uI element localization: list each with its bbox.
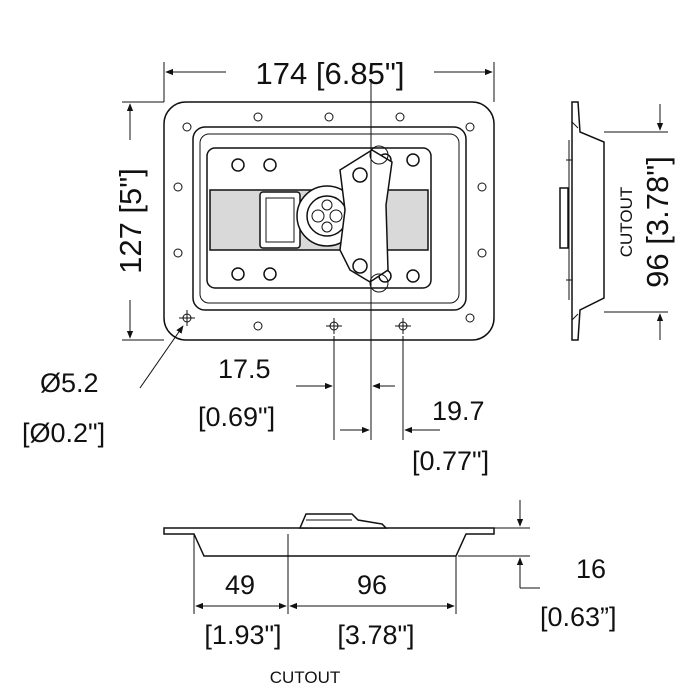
depth-dimension	[458, 500, 540, 589]
offset-a-dimension	[296, 336, 395, 440]
height-label: 127 [5"]	[113, 168, 148, 274]
hole-dia-label: Ø5.2	[40, 368, 99, 398]
cutout-vertical-label: 96 [3.78"]	[640, 156, 675, 288]
height-dimension	[122, 101, 164, 341]
offset-b-dimension	[340, 336, 440, 440]
bottom-dimensions	[193, 534, 457, 614]
hole-dia-inch-label: [Ø0.2"]	[22, 418, 105, 448]
offset-b-label: 19.7	[432, 396, 485, 426]
cutout-side-label: CUTOUT	[617, 187, 636, 258]
cam-lever	[339, 149, 393, 283]
width-dimension	[163, 62, 495, 102]
offset-b-inch-label: [0.77"]	[412, 446, 489, 476]
depth-label: 16	[576, 554, 606, 584]
flange-holes	[173, 112, 487, 334]
cutout-bottom-label: CUTOUT	[270, 668, 341, 687]
recess-outline	[192, 126, 467, 311]
width-label: 174 [6.85"]	[256, 56, 405, 91]
bottom-b-inch-label: [3.78"]	[337, 620, 414, 650]
bottom-view	[163, 513, 495, 557]
offset-a-label: 17.5	[218, 354, 271, 384]
offset-a-inch-label: [0.69"]	[198, 402, 275, 432]
bottom-a-label: 49	[225, 570, 255, 600]
bottom-b-label: 96	[357, 570, 387, 600]
depth-inch-label: [0.63”]	[540, 602, 617, 632]
side-view	[559, 101, 605, 341]
flange-outline	[163, 101, 495, 341]
cutout-vertical-dimension	[604, 104, 668, 340]
front-view	[163, 82, 495, 440]
bottom-a-inch-label: [1.93"]	[204, 620, 281, 650]
